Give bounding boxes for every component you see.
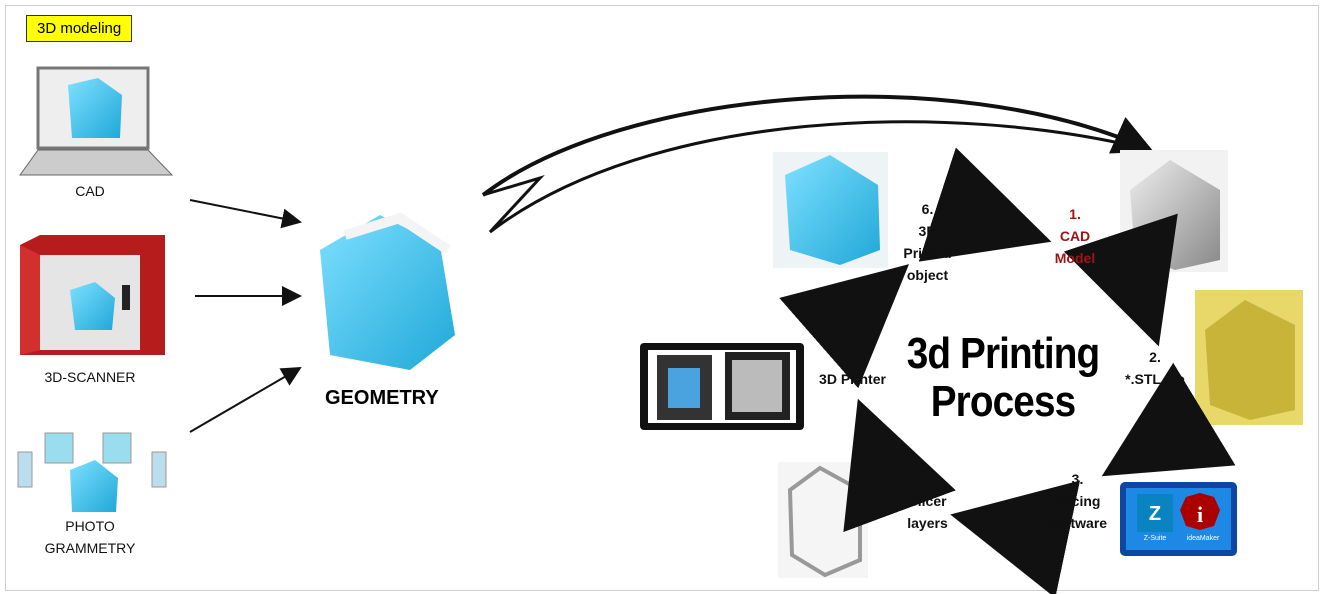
- diagram-frame: [5, 5, 1319, 591]
- cad-model-image: [1120, 150, 1228, 272]
- arrow-1-to-2: [1063, 213, 1178, 347]
- scanner-label: 3D-SCANNER: [44, 369, 136, 385]
- photo-label: PHOTO: [65, 518, 115, 534]
- arrow-2-to-3: [1101, 362, 1236, 477]
- zsuite-label: Z-Suite: [1143, 535, 1167, 542]
- scanner-icon: [20, 235, 165, 355]
- step-5-label: 5.3D Printer: [819, 349, 886, 387]
- cad-label: CAD: [75, 183, 105, 199]
- arrow-6-to-1: [918, 147, 1052, 262]
- ideamaker-label: ideaMaker: [1186, 535, 1220, 542]
- geometry-mask-image: [320, 212, 455, 370]
- slicing-software-panel: Z i: [1120, 482, 1237, 556]
- 3d-printers-image: [640, 343, 804, 430]
- arrow-4-to-5: [843, 398, 956, 533]
- svg-text:i: i: [1197, 502, 1203, 527]
- arrow-3-to-4: [950, 480, 1081, 594]
- slicer-layers-image: [778, 462, 868, 578]
- geometry-label: GEOMETRY: [325, 387, 439, 409]
- arrow-5-to-6: [779, 264, 910, 389]
- svg-text:Z: Z: [1149, 503, 1161, 525]
- step-2-label: 2.*.STL file: [1125, 349, 1185, 387]
- grammetry-label: GRAMMETRY: [44, 540, 136, 556]
- printed-object-image: [773, 152, 888, 268]
- stl-file-image: [1195, 290, 1303, 425]
- section-label: 3D modeling: [26, 15, 133, 42]
- laptop-icon: [19, 66, 174, 176]
- photogrammetry-icon: [17, 432, 167, 512]
